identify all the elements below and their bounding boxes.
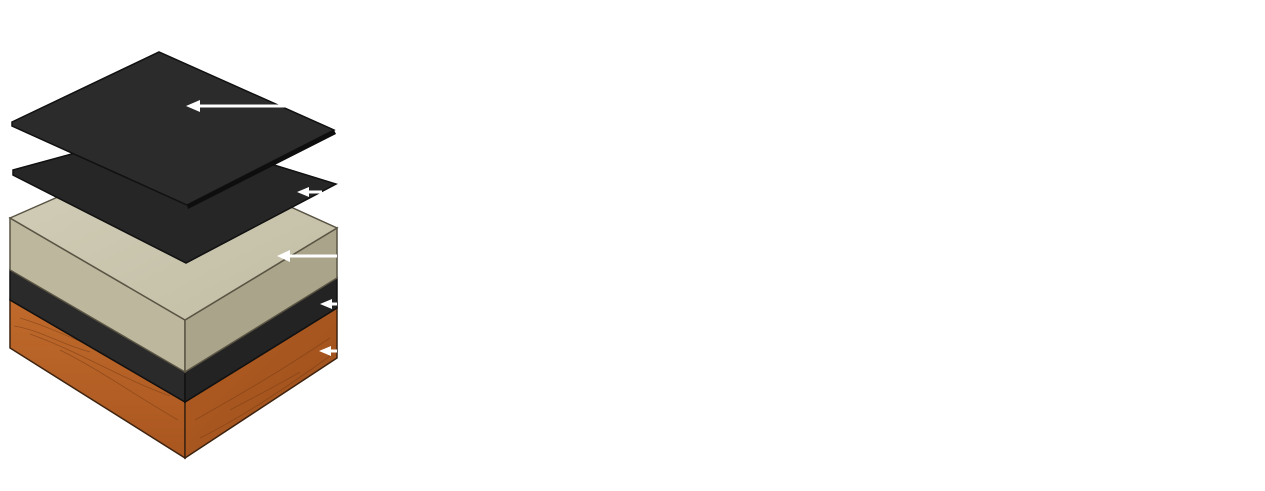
top-membrane-layer (11, 51, 336, 209)
top-membrane-shadow (187, 130, 336, 209)
callout-arrows (186, 100, 337, 356)
arrow-left-icon (297, 187, 322, 197)
arrow-left-icon (277, 250, 337, 262)
arrow-left-icon (186, 100, 290, 112)
arrow-left-icon (319, 346, 337, 356)
vapor-barrier-layer (9, 268, 338, 404)
arrow-left-icon (320, 299, 337, 309)
